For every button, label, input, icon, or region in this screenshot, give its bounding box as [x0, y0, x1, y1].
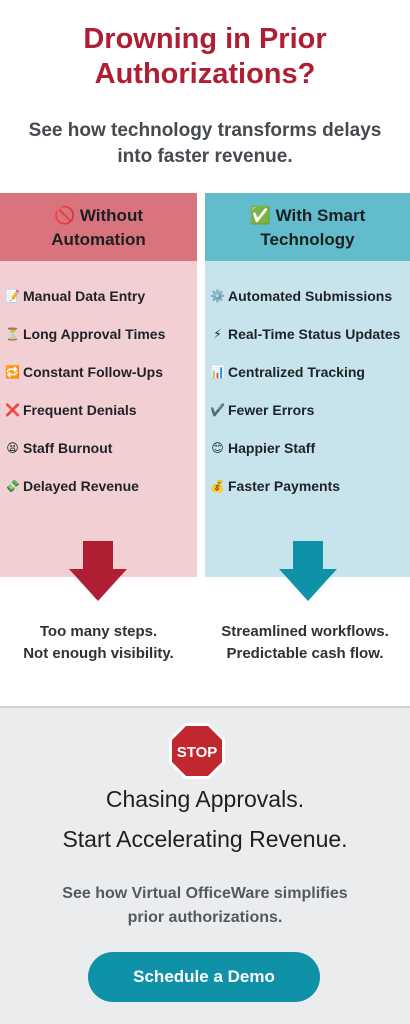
hourglass-icon: ⏳: [5, 327, 20, 341]
repeat-icon: 🔁: [5, 365, 20, 379]
with-technology-list: ⚙️Automated Submissions ⚡Real-Time Statu…: [205, 277, 410, 505]
title-line-1: Drowning in Prior: [83, 23, 327, 55]
list-item: 📊Centralized Tracking: [210, 364, 365, 380]
list-item: 😫Staff Burnout: [0, 429, 197, 467]
list-item: ✔️Fewer Errors: [210, 402, 315, 418]
cta-section: STOP Chasing Approvals. Start Accelerati…: [0, 706, 410, 1024]
without-caption: Too many steps. Not enough visibility.: [23, 623, 174, 662]
chasing-approvals-text: Chasing Approvals.: [105, 786, 305, 812]
with-title-line-1: With Smart: [275, 205, 366, 225]
check-icon: ✔️: [210, 403, 225, 417]
with-caption: Streamlined workflows. Predictable cash …: [221, 623, 389, 662]
bar-chart-icon: 📊: [210, 365, 225, 379]
hero-section: Drowning in Prior Authorizations? See ho…: [0, 0, 410, 193]
list-item: ❌Frequent Denials: [5, 402, 137, 418]
page-subtitle: See how technology transforms delays int…: [10, 118, 400, 170]
subtitle-line-2: into faster revenue.: [117, 146, 293, 167]
without-automation-header: 🚫 Without Automation: [0, 193, 197, 261]
cross-icon: ❌: [5, 403, 20, 417]
stop-sign-icon: STOP: [169, 723, 225, 779]
memo-icon: 📝: [5, 289, 20, 303]
list-item: ⚙️Automated Submissions: [210, 288, 393, 304]
tired-face-icon: 😫: [6, 441, 19, 455]
down-arrow-icon: [279, 541, 337, 601]
list-item: 💰Faster Payments: [210, 478, 341, 494]
smiling-face-icon: 😊: [211, 441, 224, 455]
cta-description: See how Virtual OfficeWare simplifies pr…: [62, 885, 348, 926]
list-item: 📝Manual Data Entry: [5, 288, 146, 304]
with-technology-panel: ✅ With Smart Technology ⚙️Automated Subm…: [205, 193, 410, 577]
list-item: 💸Delayed Revenue: [5, 478, 139, 494]
money-wings-icon: 💸: [5, 479, 20, 493]
check-mark-icon: ✅: [249, 205, 271, 226]
with-technology-header: ✅ With Smart Technology: [205, 193, 410, 261]
without-title-line-1: Without: [79, 205, 143, 225]
list-item: 😊Happier Staff: [205, 429, 410, 467]
stop-sign-label: STOP: [177, 744, 218, 761]
title-line-2: Authorizations?: [94, 58, 316, 90]
list-item: 🔁Constant Follow-Ups: [5, 364, 163, 380]
subtitle-line-1: See how technology transforms delays: [28, 120, 382, 141]
without-title-line-2: Automation: [51, 229, 146, 249]
lightning-icon: ⚡: [213, 327, 222, 341]
with-title-line-2: Technology: [260, 229, 355, 249]
without-automation-panel: 🚫 Without Automation 📝Manual Data Entry …: [0, 193, 197, 577]
money-bag-icon: 💰: [210, 479, 225, 493]
down-arrow-icon: [69, 541, 127, 601]
prohibited-icon: 🚫: [53, 205, 76, 226]
start-accelerating-text: Start Accelerating Revenue.: [62, 826, 348, 852]
list-item: ⚡Real-Time Status Updates: [205, 315, 410, 353]
list-item: ⏳Long Approval Times: [5, 326, 166, 342]
gear-icon: ⚙️: [210, 289, 225, 303]
without-automation-list: 📝Manual Data Entry ⏳Long Approval Times …: [0, 277, 197, 505]
schedule-demo-button[interactable]: Schedule a Demo: [88, 952, 320, 1002]
page-title: Drowning in Prior Authorizations?: [0, 22, 410, 92]
